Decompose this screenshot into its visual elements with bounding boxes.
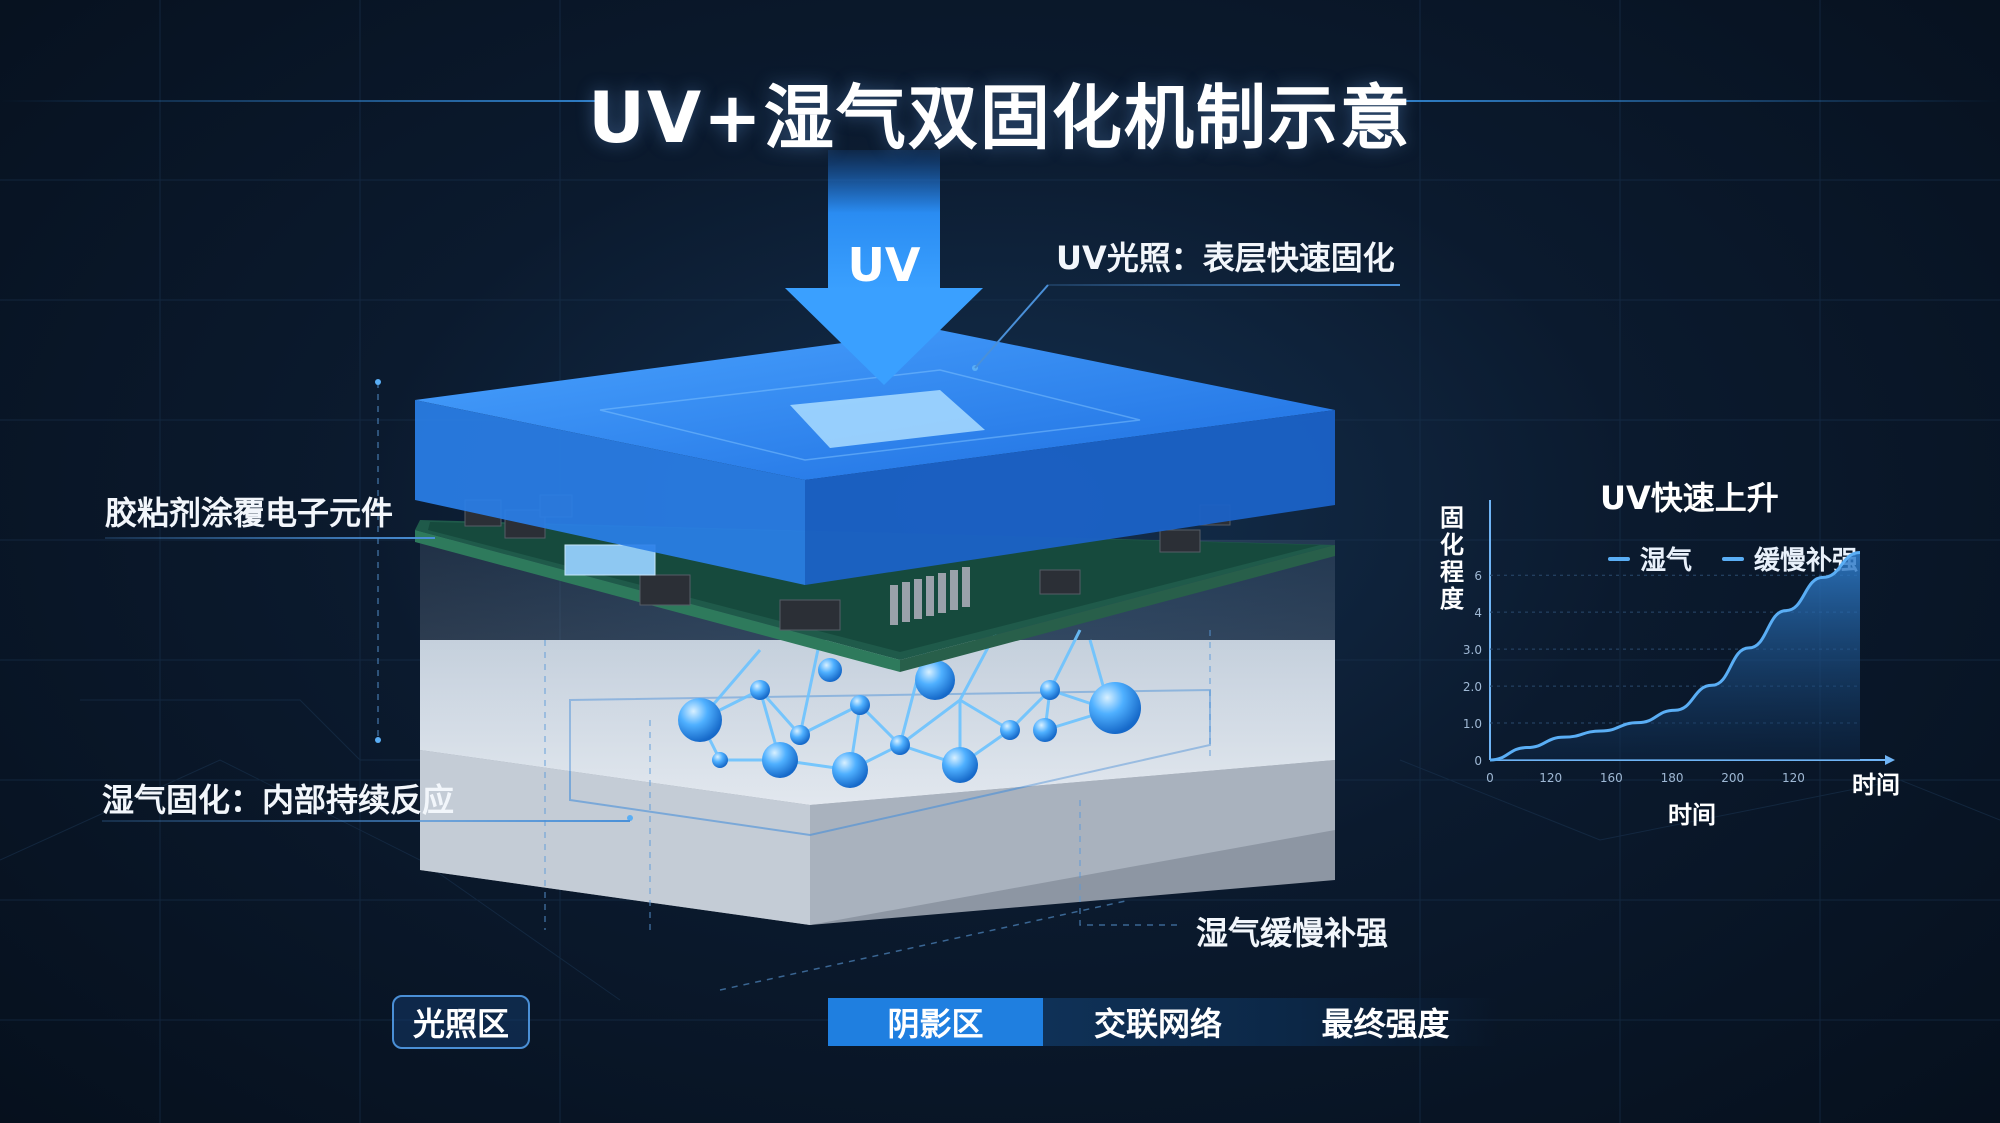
- chart-x-axis-arrow: [1885, 755, 1895, 765]
- cure-degree-chart: 0 1.0 2.0 3.0 4 6 0 120 160 180 200 120: [1463, 500, 1895, 785]
- chart-y-tick-label: 0: [1474, 754, 1482, 768]
- uv-arrow: [785, 150, 983, 385]
- pcb-board: [415, 494, 1335, 672]
- uv-arrow-label: UV: [847, 238, 921, 292]
- callout-adhesive-leader: [105, 537, 435, 539]
- tab-crosslink-network[interactable]: 交联网络: [1093, 1005, 1222, 1043]
- bottom-tab-bar: 阴影区 交联网络 最终强度: [828, 998, 1498, 1046]
- callout-moisture-slow: 湿气缓慢补强: [1196, 914, 1389, 952]
- callout-uv-surface-leader: [1048, 284, 1400, 286]
- callout-adhesive: 胶粘剂涂覆电子元件: [105, 494, 394, 532]
- chart-x-tick-label: 200: [1721, 771, 1744, 785]
- chart-y-tick-label: 6: [1474, 569, 1482, 583]
- legend-item-moisture: 湿气: [1608, 540, 1692, 577]
- title-rule-left: [0, 100, 605, 102]
- callout-moisture-internal: 湿气固化：内部持续反应: [102, 781, 455, 819]
- legend-swatch-moisture: [1608, 556, 1630, 561]
- chart-title: UV快速上升: [1600, 479, 1779, 517]
- chart-xlabel: 时间: [1668, 801, 1716, 829]
- chart-x-tick-label: 0: [1486, 771, 1494, 785]
- molecule-nodes: [678, 658, 1141, 788]
- chart-y-tick-label: 4: [1474, 606, 1482, 620]
- chart-x-tick-label: 160: [1600, 771, 1623, 785]
- chart-series-line: [1489, 550, 1861, 762]
- chart-x-tick-label: 180: [1661, 771, 1684, 785]
- chart-y-tick-label: 2.0: [1463, 680, 1482, 694]
- legend-label-moisture: 湿气: [1640, 546, 1693, 576]
- chart-ylabel: 固化程度: [1440, 504, 1464, 613]
- chart-x-tick-label: 120: [1782, 771, 1805, 785]
- chart-x-axis-end-label: 时间: [1852, 771, 1900, 799]
- chart-series-area: [1490, 552, 1860, 760]
- callout-moisture-internal-leader: [102, 820, 630, 822]
- chart-y-tick-label: 3.0: [1463, 643, 1482, 657]
- callout-uv-surface: UV光照：表层快速固化: [1056, 239, 1395, 277]
- title-rule-right: [1395, 100, 2000, 102]
- chart-x-tick-label: 120: [1539, 771, 1562, 785]
- uv-cured-top-layer: [415, 330, 1335, 585]
- light-zone-badge[interactable]: 光照区: [392, 995, 530, 1049]
- tab-final-strength[interactable]: 最终强度: [1321, 1005, 1450, 1043]
- page-title: UV+湿气双固化机制示意: [588, 77, 1412, 159]
- legend-swatch-slow-reinforce: [1722, 556, 1744, 561]
- chart-y-tick-label: 1.0: [1463, 717, 1482, 731]
- tab-shadow-zone[interactable]: 阴影区: [828, 998, 1043, 1046]
